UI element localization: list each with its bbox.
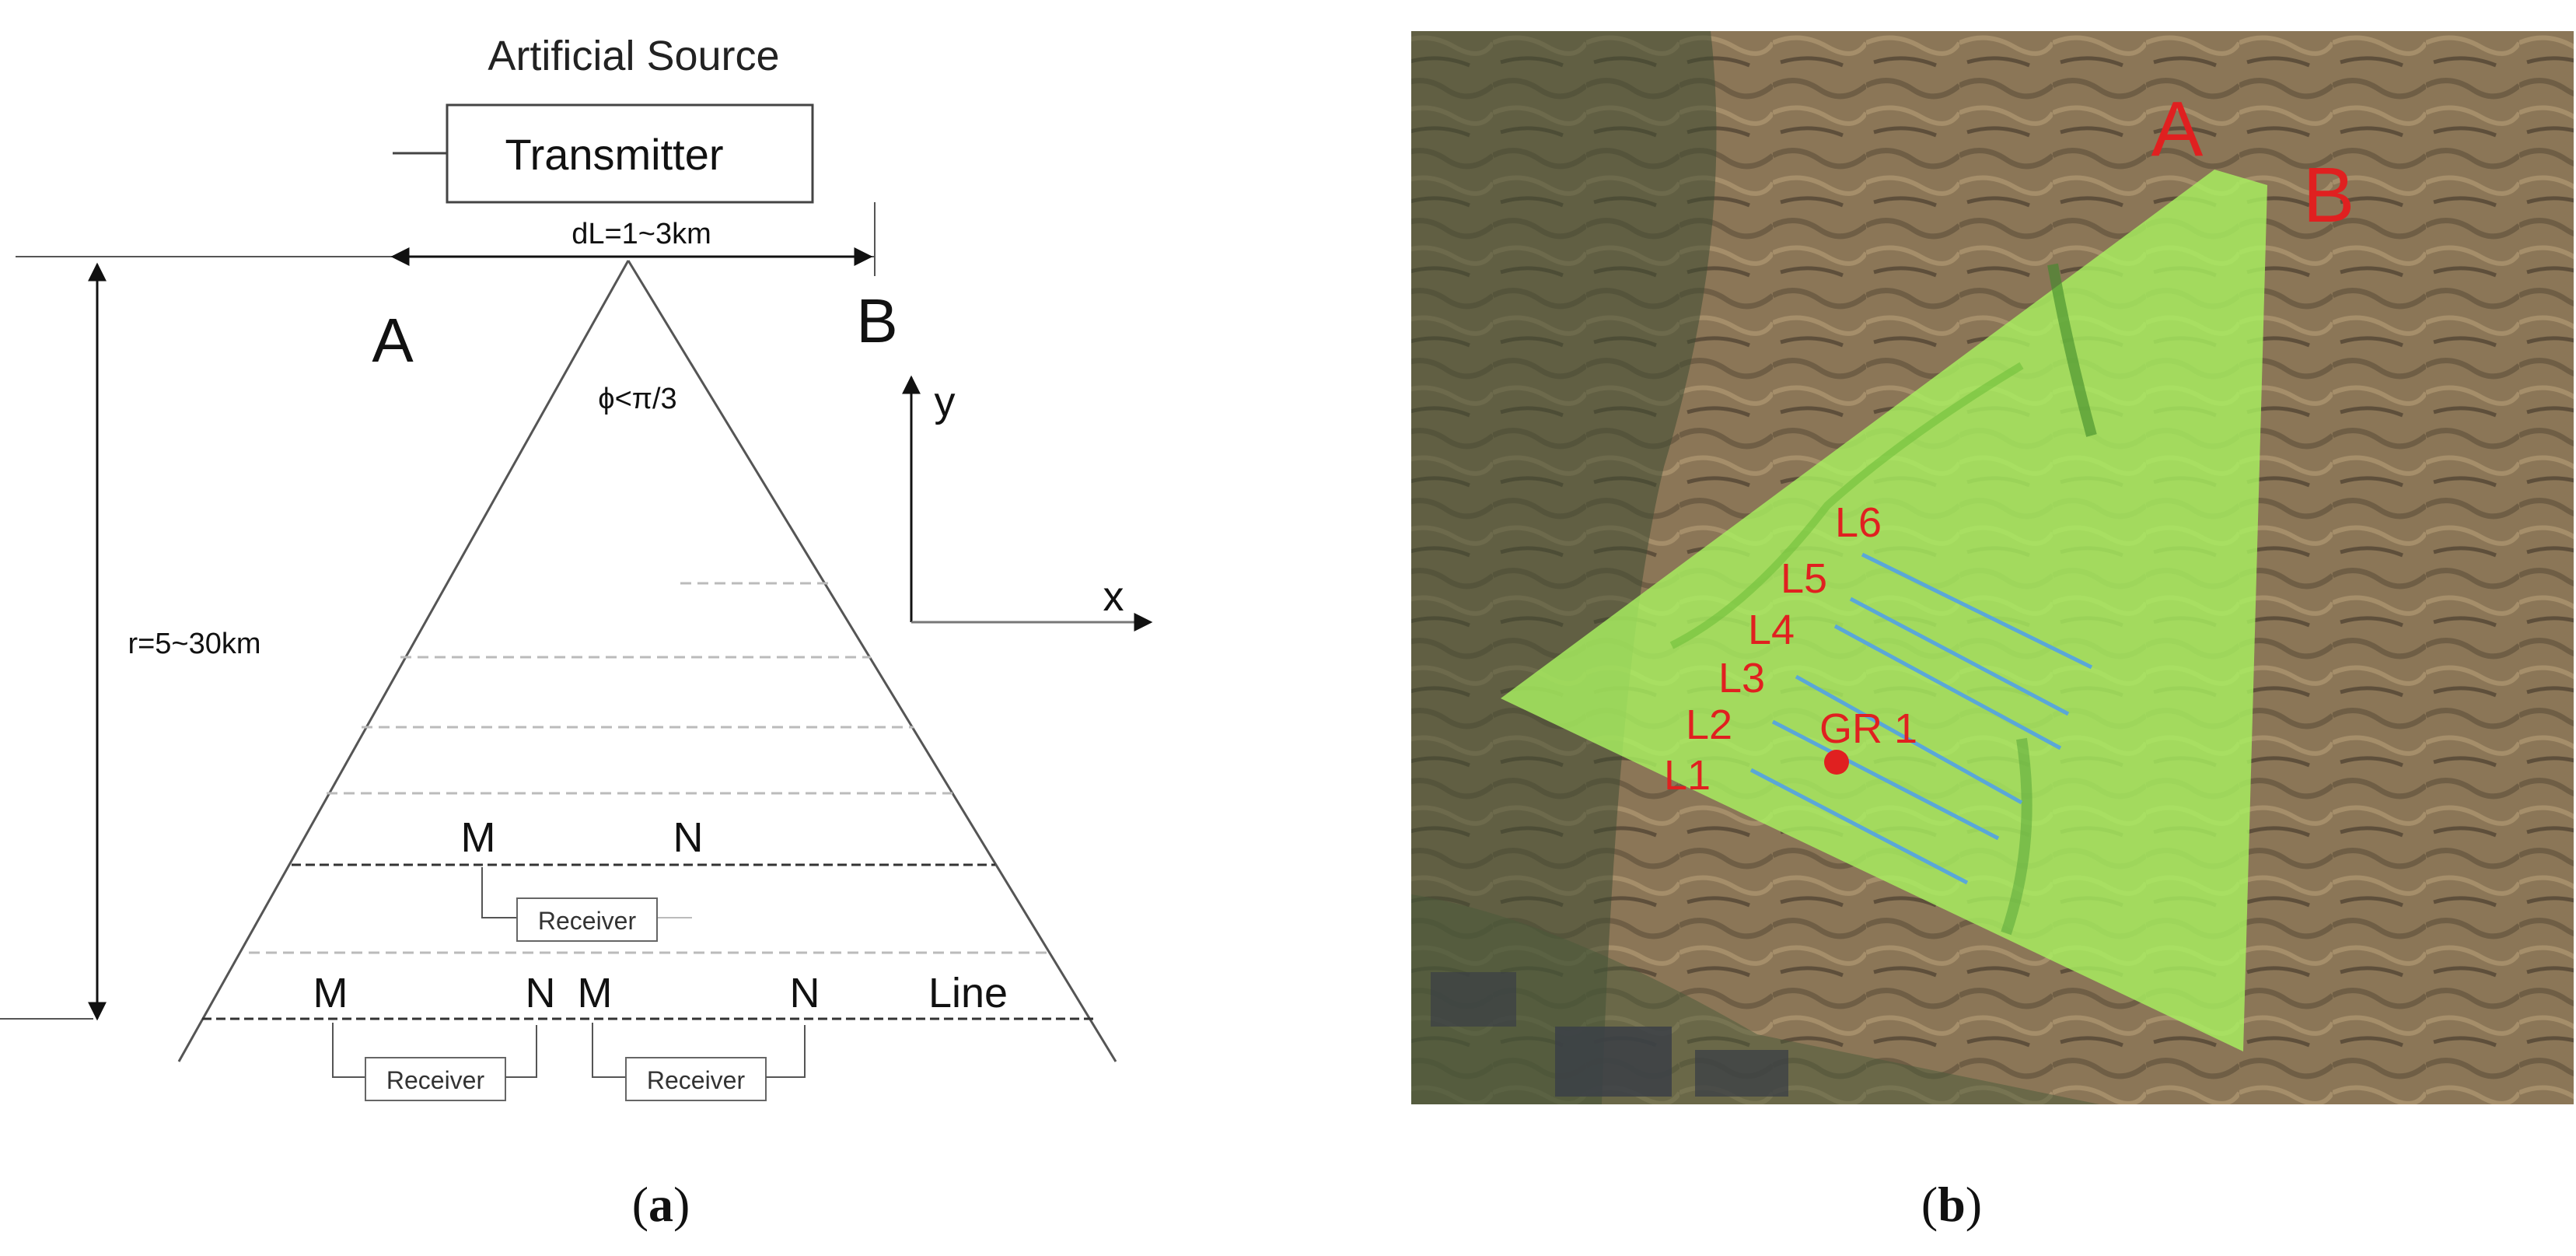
m-label-2: M — [313, 970, 348, 1016]
caption-a: (a) — [632, 1177, 690, 1232]
dl-label: dL=1~3km — [571, 218, 711, 250]
survey-line-1 — [1749, 768, 1969, 885]
line-label-l6: L6 — [1835, 499, 1882, 546]
transmitter-box: Transmitter — [393, 103, 814, 204]
triangle-left-side — [177, 260, 630, 1062]
survey-line-3 — [1795, 674, 2023, 805]
line-label-l3: L3 — [1718, 655, 1765, 701]
caption-a-letter: a — [648, 1177, 673, 1232]
transmitter-label: Transmitter — [505, 130, 723, 179]
map-electrode-a: A — [2151, 86, 2204, 173]
panel-a-schematic: Artificial Source Transmitter dL=1~3km A… — [0, 33, 1153, 1101]
n-label-1: N — [673, 814, 704, 861]
caption-b-letter: b — [1938, 1177, 1966, 1232]
line-label-l4: L4 — [1748, 607, 1795, 653]
line-label-l1: L1 — [1664, 752, 1711, 799]
artificial-source-title: Artificial Source — [488, 33, 779, 79]
angle-label: ϕ<π/3 — [598, 383, 676, 415]
receiver-row-1: M N Receiver — [461, 814, 704, 942]
line-label: Line — [928, 970, 1008, 1016]
line-label-l2: L2 — [1686, 701, 1732, 748]
survey-line-6 — [1861, 552, 2093, 670]
axis-x-label: x — [1103, 573, 1124, 620]
line-label-l5: L5 — [1781, 555, 1827, 602]
receiver-row-2: M N M N Line Receiver Receiver — [313, 970, 1008, 1101]
survey-lines — [1749, 552, 2093, 885]
receiver-label-2: Receiver — [386, 1066, 485, 1094]
electrode-b-label: B — [856, 286, 897, 355]
survey-line-5 — [1849, 597, 2070, 716]
survey-line-4 — [1833, 624, 2062, 750]
n-label-2: N — [526, 970, 556, 1016]
n-label-3: N — [790, 970, 820, 1016]
m-label-1: M — [461, 814, 496, 861]
triangle-right-side — [627, 260, 1117, 1062]
station-label: GR 1 — [1819, 705, 1917, 752]
distance-label: r=5~30km — [128, 628, 260, 660]
caption-b: (b) — [1921, 1177, 1982, 1232]
electrode-a-label: A — [372, 306, 414, 375]
station-marker — [1824, 750, 1849, 775]
coordinate-axes: y x — [902, 375, 1153, 631]
survey-line-2 — [1771, 719, 2000, 841]
map-electrode-b: B — [2303, 152, 2355, 239]
panel-b-map: L1 L2 L3 L4 L5 L6 GR 1 A B — [1411, 31, 2574, 1104]
receiver-label-3: Receiver — [647, 1066, 746, 1094]
axis-y-label: y — [935, 379, 956, 425]
m-label-3: M — [578, 970, 613, 1016]
faint-profile-lines — [249, 582, 1050, 954]
receiver-label-1: Receiver — [538, 907, 637, 935]
